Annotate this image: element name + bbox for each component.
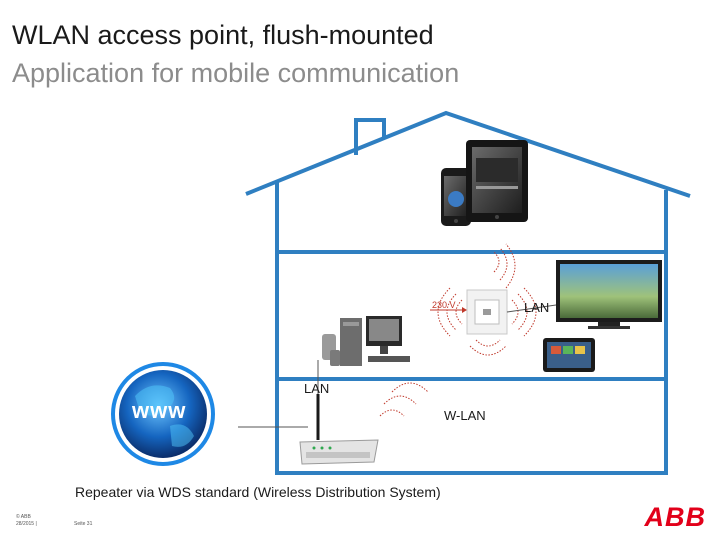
tv-device (556, 260, 662, 329)
wlan-label: W-LAN (444, 408, 486, 423)
footer-copyright: © ABB (16, 514, 31, 520)
desktop-pc (322, 316, 410, 366)
tablet-device (466, 140, 528, 222)
voltage-label: 230 V (432, 300, 456, 310)
abb-logo: ABB (644, 502, 706, 532)
footer-page: Seite 31 (74, 521, 93, 527)
lan-label-left: LAN (304, 381, 330, 396)
signal-arcs-router (379, 382, 429, 417)
lan-cable-right (506, 304, 557, 313)
wds-repeater-router (299, 394, 379, 465)
slide-subtitle: Application for mobile communication (12, 58, 460, 88)
house-outline (245, 110, 691, 475)
signal-arcs-ap (437, 287, 537, 356)
lan-label-right: LAN (524, 300, 550, 315)
diagram-caption: Repeater via WDS standard (Wireless Dist… (75, 484, 441, 500)
house-walls (275, 182, 668, 475)
www-globe-icon (111, 362, 215, 466)
footer-meta: © ABB 28/2015 | (16, 514, 37, 528)
power-arrow (430, 307, 467, 313)
house-chimney (354, 118, 386, 155)
small-display-device (543, 338, 595, 372)
slide-title: WLAN access point, flush-mounted (12, 20, 434, 50)
signal-arcs-upper (493, 243, 516, 289)
house-roof (245, 110, 691, 198)
footer-date: 28/2015 | (16, 521, 37, 527)
smartphone-device (441, 168, 471, 226)
www-label: www (132, 398, 187, 423)
wlan-access-point (466, 289, 508, 335)
